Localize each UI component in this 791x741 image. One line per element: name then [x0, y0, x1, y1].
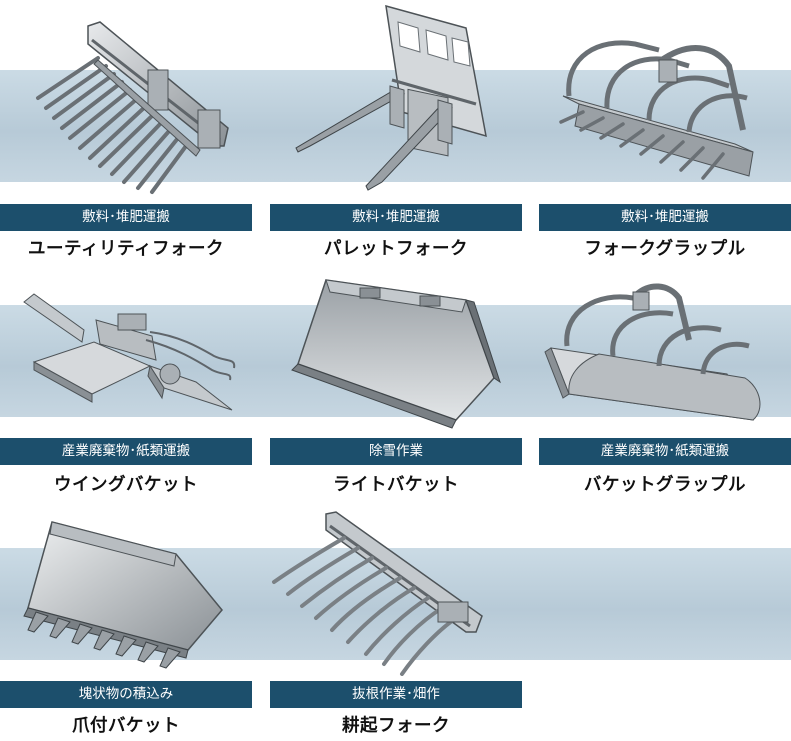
- usage-tag: 産業廃棄物･紙類運搬: [0, 438, 252, 465]
- attachment-card-wing-bucket[interactable]: 産業廃棄物･紙類運搬 ウイングバケット: [0, 270, 252, 502]
- attachment-card-utility-fork[interactable]: 敷料･堆肥運搬 ユーティリティフォーク: [0, 0, 252, 268]
- attachment-name: ライトバケット: [333, 475, 459, 495]
- attachment-card-pallet-fork[interactable]: 敷料･堆肥運搬 パレットフォーク: [270, 0, 522, 268]
- usage-tag: 産業廃棄物･紙類運搬: [539, 438, 791, 465]
- usage-tag: 塊状物の積込み: [0, 681, 252, 708]
- usage-tag: 抜根作業･畑作: [270, 681, 522, 708]
- attachment-card-tilling-fork[interactable]: 抜根作業･畑作 耕起フォーク: [270, 508, 522, 739]
- usage-tag: 敷料･堆肥運搬: [0, 204, 252, 231]
- attachment-name: フォークグラップル: [584, 239, 746, 259]
- fork-grapple-image: [559, 40, 754, 180]
- attachment-name: ウイングバケット: [54, 475, 198, 495]
- attachment-name: 耕起フォーク: [342, 716, 450, 736]
- attachment-card-tooth-bucket[interactable]: 塊状物の積込み 爪付バケット: [0, 508, 252, 739]
- attachment-name: パレットフォーク: [324, 239, 468, 259]
- attachment-card-fork-grapple[interactable]: 敷料･堆肥運搬 フォークグラップル: [539, 0, 791, 268]
- attachment-card-bucket-grapple[interactable]: 産業廃棄物･紙類運搬 バケットグラップル: [539, 270, 791, 502]
- attachment-name: バケットグラップル: [584, 475, 746, 495]
- usage-tag: 除雪作業: [270, 438, 522, 465]
- utility-fork-image: [36, 21, 229, 194]
- attachment-name: ユーティリティフォーク: [28, 239, 224, 259]
- light-bucket-image: [291, 279, 501, 429]
- tilling-fork-image: [272, 511, 483, 676]
- usage-tag: 敷料･堆肥運搬: [539, 204, 791, 231]
- attachment-name: 爪付バケット: [72, 716, 180, 736]
- attachment-card-light-bucket[interactable]: 除雪作業 ライトバケット: [270, 270, 522, 502]
- tooth-bucket-image: [23, 521, 223, 669]
- usage-tag: 敷料･堆肥運搬: [270, 204, 522, 231]
- bucket-grapple-image: [544, 283, 761, 421]
- wing-bucket-image: [23, 293, 236, 411]
- pallet-fork-image: [295, 4, 487, 191]
